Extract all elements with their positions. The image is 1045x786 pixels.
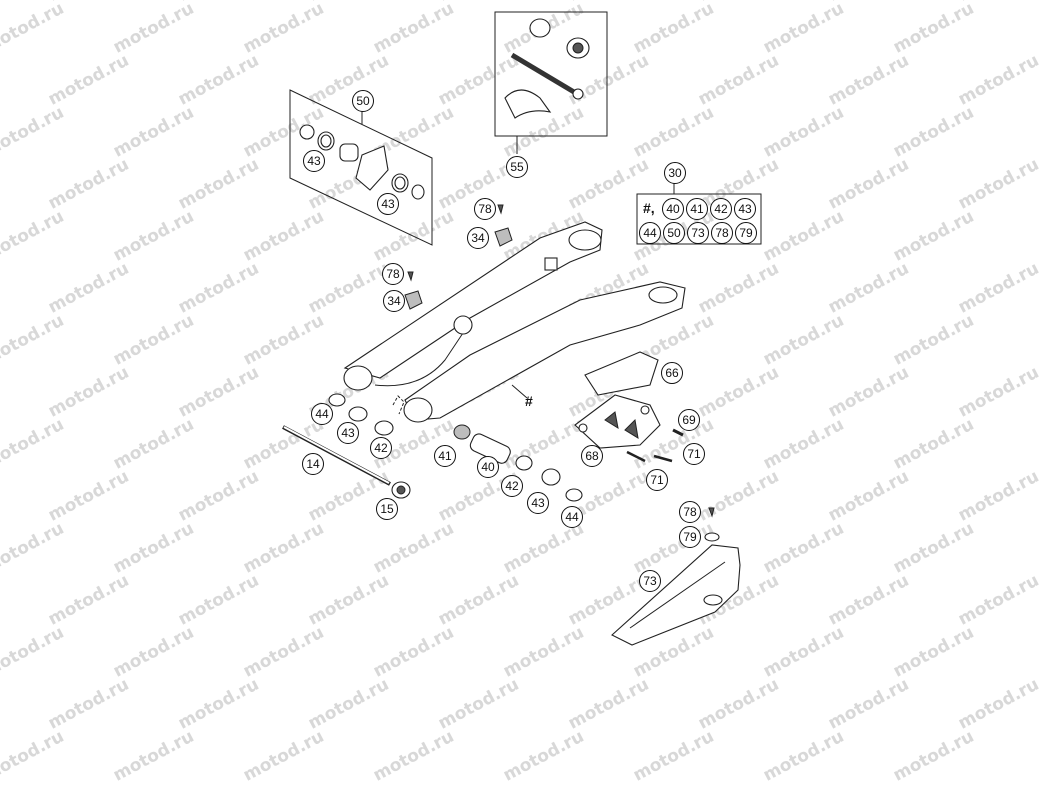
callout-44: 44: [561, 506, 583, 528]
hash-mark: #: [525, 393, 533, 409]
kit-box-50: [289, 89, 433, 246]
seal-ring: [299, 124, 315, 140]
chain-guide-66: [584, 351, 659, 396]
kit-box-55: [494, 11, 608, 137]
kit30-item: 44: [639, 222, 661, 244]
kit30-item: 78: [711, 222, 733, 244]
callout-40: 40: [477, 456, 499, 478]
callout-43: 43: [337, 422, 359, 444]
kit30-item: 43: [734, 198, 756, 220]
kit30-item: 42: [710, 198, 732, 220]
callout-71: 71: [646, 469, 668, 491]
callout-43: 43: [377, 193, 399, 215]
callout-30: 30: [664, 162, 686, 184]
callout-69: 69: [678, 409, 700, 431]
half-shell: [504, 89, 552, 119]
cap: [355, 145, 389, 191]
kit30-item: 40: [662, 198, 684, 220]
swingarm-upper: [343, 221, 603, 379]
callout-15: 15: [376, 498, 398, 520]
kit30-item: 50: [663, 222, 685, 244]
callout-34: 34: [467, 227, 489, 249]
chain-slider-73: [611, 544, 741, 646]
callout-44: 44: [311, 403, 333, 425]
callout-73: 73: [639, 570, 661, 592]
callout-78: 78: [474, 198, 496, 220]
callout-79: 79: [679, 526, 701, 548]
callout-14: 14: [302, 453, 324, 475]
callout-78: 78: [679, 501, 701, 523]
callout-43: 43: [303, 150, 325, 172]
bolt-shaft: [510, 52, 576, 95]
callout-43: 43: [527, 492, 549, 514]
callout-41: 41: [434, 445, 456, 467]
kit30-item: 73: [687, 222, 709, 244]
kit30-prefix: #,: [643, 200, 655, 216]
swingarm-lower: [404, 281, 686, 421]
callout-42: 42: [501, 475, 523, 497]
callout-68: 68: [581, 445, 603, 467]
callout-34: 34: [383, 290, 405, 312]
callout-66: 66: [661, 362, 683, 384]
kit-box-30: [636, 193, 762, 245]
bushing: [339, 143, 359, 162]
kit30-item: 79: [735, 222, 757, 244]
callout-50: 50: [352, 90, 374, 112]
bush-top: [529, 18, 551, 38]
chain-guide-68: [574, 394, 661, 449]
kit30-item: 41: [686, 198, 708, 220]
callout-42: 42: [370, 437, 392, 459]
callout-71: 71: [683, 443, 705, 465]
callout-78: 78: [382, 263, 404, 285]
callout-55: 55: [506, 156, 528, 178]
